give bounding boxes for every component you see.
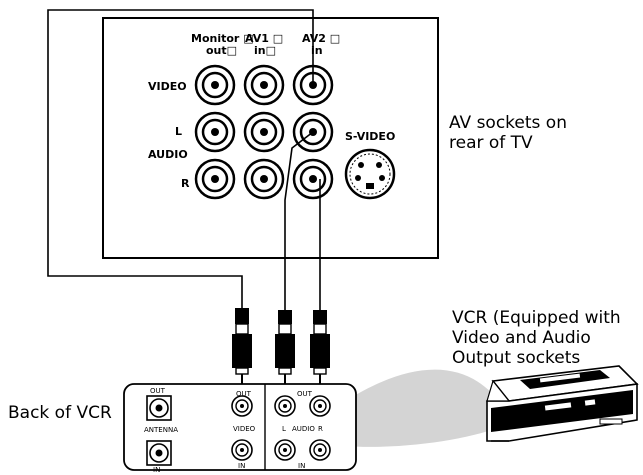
vcr-video-in-socket [231,439,253,461]
vcr-label-audio: AUDIO [292,425,315,433]
vcr-label-in-audio: IN [298,462,305,470]
socket-monitor-video [194,64,236,106]
rca-plugs [232,308,330,384]
vcr-label-in-antenna: IN [153,466,160,474]
antenna-out-connector-icon [146,395,172,421]
socket-av1-audio-l [243,111,285,153]
header-av1-in: in□ [254,44,276,57]
socket-av2-audio-r [292,158,334,200]
header-av2: AV2 □ [302,32,340,45]
socket-monitor-audio-l [194,111,236,153]
vcr-device-icon [486,365,639,442]
socket-av1-audio-r [243,158,285,200]
vcr-label-out-antenna: OUT [150,387,166,395]
vcr-label-antenna: ANTENNA [144,426,178,434]
header-monitor-out: out□ [206,44,237,57]
vcr-label-in-video: IN [238,462,245,470]
caption-vcr-line1: VCR (Equipped with [452,308,621,328]
vcr-label-out-audio: OUT [297,390,313,398]
plug-video-icon [232,308,252,384]
header-av2-in: in [311,44,323,57]
label-audio: AUDIO [148,148,188,161]
audio-l-cable [284,131,314,312]
vcr-label-audio-r: R [318,425,323,433]
antenna-in-connector-icon [146,440,172,466]
header-av1: AV1 □ [245,32,283,45]
vcr-label-out-video: OUT [236,390,252,398]
callout-wedge [344,369,505,447]
caption-vcr-line3: Output sockets [452,348,580,368]
label-r: R [181,177,190,190]
vcr-label-video: VIDEO [233,425,256,433]
caption-tv-line2: rear of TV [449,133,533,153]
vcr-video-out-socket [231,395,253,417]
cables [47,9,321,312]
video-cable [47,9,314,310]
vcr-audio-r-out-socket [309,395,331,417]
caption-vcr-line2: Video and Audio [452,328,591,348]
label-svideo: S-VIDEO [345,130,395,143]
caption-tv-line1: AV sockets on [449,113,567,133]
vcr-back-panel: OUT ANTENNA IN OUT VIDEO IN OUT L AUDIO … [123,383,357,474]
svideo-socket-icon [344,148,396,200]
label-video: VIDEO [148,80,187,93]
vcr-label-audio-l: L [282,425,286,433]
header-monitor: Monitor □ [191,32,254,45]
label-l: L [175,125,182,138]
vcr-audio-l-in-socket [274,439,296,461]
socket-av1-video [243,64,285,106]
plug-audio-r-icon [310,310,330,384]
caption-back-of-vcr: Back of VCR [8,403,112,423]
vcr-audio-r-in-socket [309,439,331,461]
vcr-audio-l-out-socket [274,395,296,417]
plug-audio-l-icon [275,310,295,384]
socket-monitor-audio-r [194,158,236,200]
tv-sockets [194,64,334,200]
